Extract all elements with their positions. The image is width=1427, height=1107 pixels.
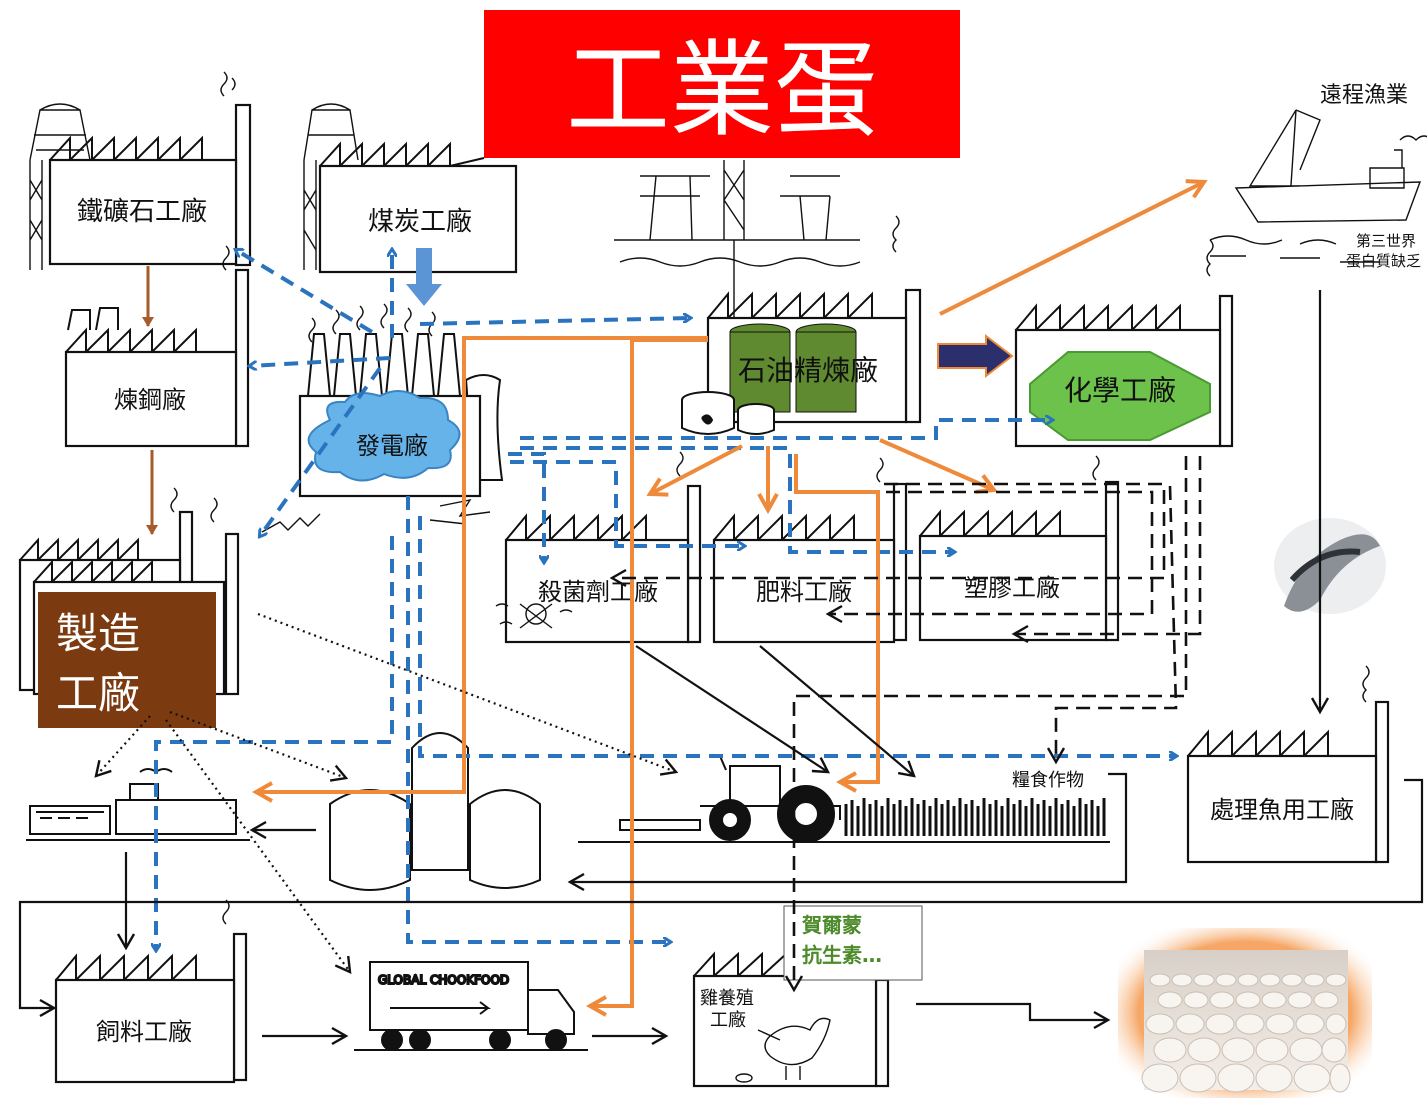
refinery-to-chemical-arrow <box>937 333 1014 379</box>
black-dashed-flows <box>609 456 1202 993</box>
tower-icon <box>303 103 359 270</box>
truck-icon: GLOBAL CHOOKFOOD <box>354 961 588 1051</box>
fishmeal-label: 處理魚用工廠 <box>1210 796 1354 824</box>
coal-to-power-arrow <box>406 248 442 306</box>
coal-label: 煤炭工廠 <box>368 207 472 237</box>
chicken-icon <box>735 1017 831 1083</box>
smoke-icon <box>222 899 230 925</box>
crops-icon: 糧食作物 <box>844 770 1106 836</box>
barrel-icon <box>681 391 775 435</box>
coal-factory: 煤炭工廠 <box>303 103 518 274</box>
smoke-icon <box>222 245 230 271</box>
fertilizer-factory: 肥料工廠 <box>712 457 908 644</box>
hormone-label-1: 賀爾蒙 <box>801 913 862 937</box>
smoke-icon <box>308 303 436 343</box>
manufacture-label-1: 製造 <box>56 609 140 658</box>
brown-flows <box>142 266 158 535</box>
smoke-icon <box>170 487 218 523</box>
black-solid-flows <box>18 290 1424 1046</box>
petrochemical-flows <box>256 182 1204 1006</box>
fishing-label: 遠程漁業 <box>1320 83 1408 108</box>
silo-icon <box>329 732 541 891</box>
energy-flows <box>156 250 1176 950</box>
steel-mill: 煉鋼廠 <box>64 245 250 448</box>
smoke-icon <box>1362 665 1370 703</box>
feed-factory: 飼料工廠 <box>54 899 248 1084</box>
feed-label: 飼料工廠 <box>96 1018 192 1046</box>
crops-label: 糧食作物 <box>1012 770 1084 791</box>
smoke-icon <box>1206 239 1214 277</box>
page-title: 工業蛋 <box>566 29 878 151</box>
hormone-note: 賀爾蒙 抗生素… <box>783 905 923 981</box>
manufacture-label-2: 工廠 <box>56 669 140 718</box>
smoke-icon <box>676 451 684 477</box>
iron-ore-label: 鐵礦石工廠 <box>77 197 207 227</box>
smoke-icon <box>876 457 884 483</box>
chemical-plant: 化學工廠 <box>1014 239 1234 448</box>
manufacturing-factory: 製造 工廠 <box>18 487 240 728</box>
oil-rig-icon <box>614 160 861 320</box>
long-distance-fishing: 遠程漁業 第三世界 蛋白質缺乏 <box>1209 83 1427 270</box>
fish-processing-factory: 處理魚用工廠 <box>1186 665 1390 864</box>
skull-icon <box>495 603 573 629</box>
smoke-icon <box>220 71 236 97</box>
oil-refinery: 石油精煉廠 <box>614 160 922 435</box>
pesticide-factory: 殺菌劑工廠 <box>495 451 702 644</box>
steel-label: 煉鋼廠 <box>114 386 186 414</box>
power-label: 發電廠 <box>356 432 428 460</box>
iron-ore-factory: 鐵礦石工廠 <box>29 71 252 270</box>
chemical-label: 化學工廠 <box>1064 374 1176 407</box>
hormone-label-2: 抗生素… <box>802 943 882 967</box>
chicken-label-1: 雞養殖 <box>700 987 754 1009</box>
train-icon <box>26 768 250 841</box>
power-plant: 發電廠 <box>261 303 504 533</box>
pesticide-label: 殺菌劑工廠 <box>538 578 658 606</box>
fertilizer-label: 肥料工廠 <box>756 578 852 606</box>
dotted-flows <box>94 612 679 974</box>
eggs-photo <box>1118 928 1372 1098</box>
smoke-icon <box>892 215 900 253</box>
tractor-icon <box>578 755 1110 843</box>
fishing-note-1: 第三世界 <box>1356 232 1416 250</box>
fish-image <box>1274 518 1386 614</box>
refinery-label: 石油精煉廠 <box>738 354 878 387</box>
chicken-label-2: 工廠 <box>710 1009 746 1031</box>
boat-icon <box>1209 109 1427 263</box>
smoke-icon <box>1092 455 1100 481</box>
truck-text: GLOBAL CHOOKFOOD <box>378 973 509 987</box>
fishing-note-2: 蛋白質缺乏 <box>1346 252 1421 270</box>
title-banner: 工業蛋 <box>484 10 960 158</box>
